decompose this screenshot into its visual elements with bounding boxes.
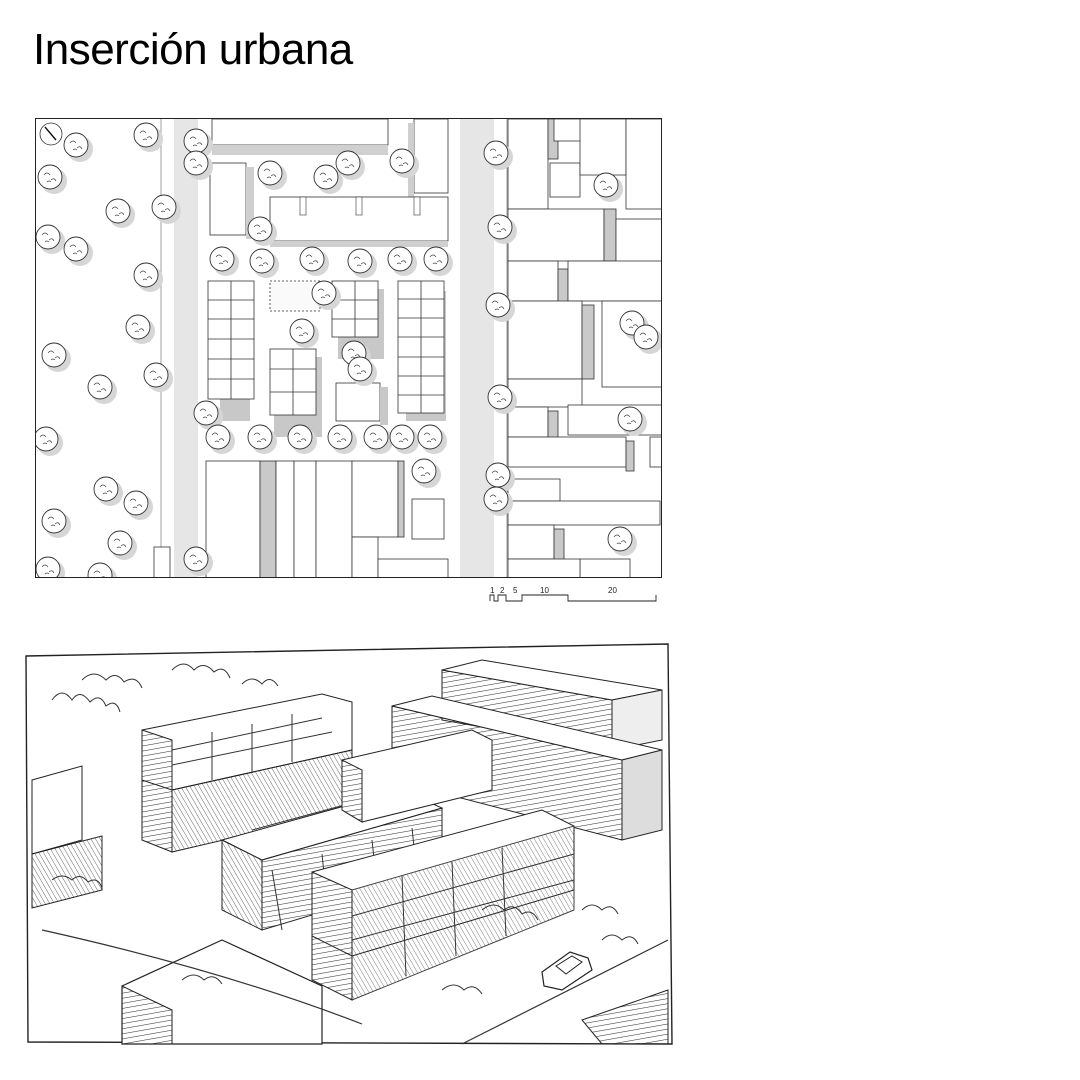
scale-label-1: 1 bbox=[490, 586, 495, 595]
site-plan bbox=[35, 118, 662, 578]
scale-label-20: 20 bbox=[608, 586, 617, 595]
car-icon bbox=[541, 951, 593, 991]
site-plan-drawing bbox=[36, 119, 661, 577]
scale-bar: 1 2 5 10 20 bbox=[488, 584, 660, 604]
perspective-sketch bbox=[22, 640, 674, 1048]
north-arrow-icon bbox=[39, 122, 63, 146]
page-title: Inserción urbana bbox=[33, 25, 353, 74]
scale-label-2: 2 bbox=[500, 586, 505, 595]
project-blocks bbox=[207, 280, 446, 437]
aerial-sketch-drawing bbox=[25, 643, 673, 1045]
scale-label-5: 5 bbox=[513, 586, 518, 595]
scale-label-10: 10 bbox=[540, 586, 549, 595]
